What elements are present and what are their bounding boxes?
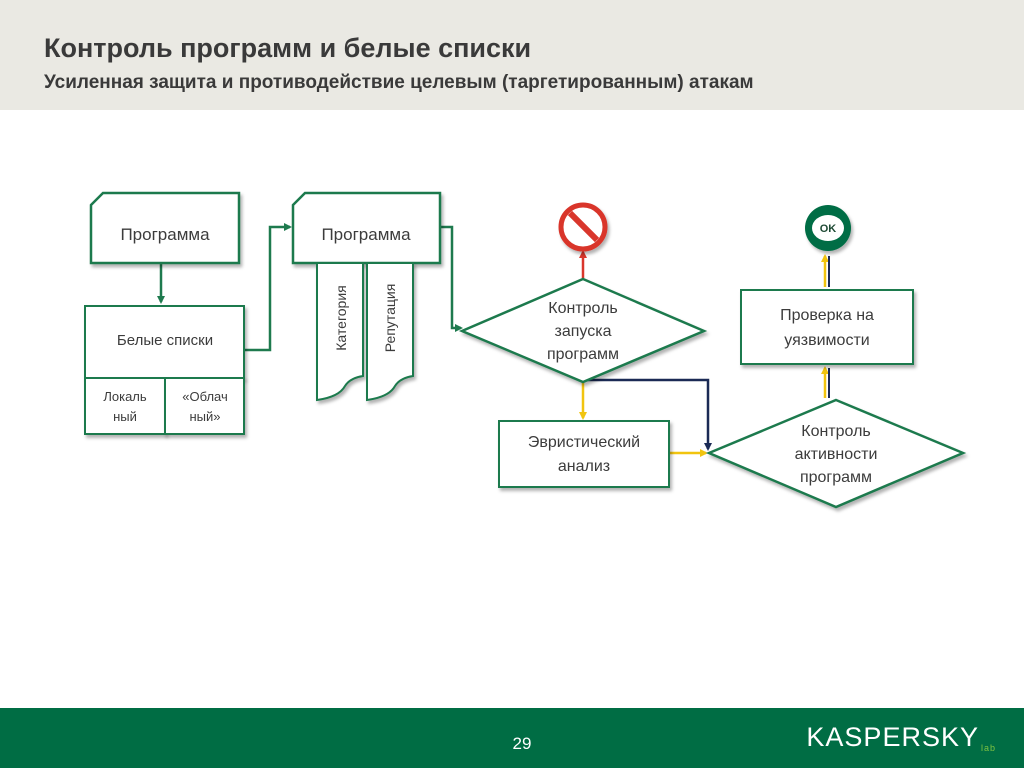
category-tab: Категория [316,262,364,402]
activity-control-diamond: Контроль активности программ [705,398,967,509]
launch-control-line3: программ [547,346,619,363]
slide-subtitle: Усиленная защита и противодействие целев… [44,72,754,93]
activity-control-line1: Контроль [801,423,871,440]
arrow-launch-control-to-activity [585,378,712,451]
cloud-label-line2: ный» [189,409,220,424]
program-box-2: Программа [291,191,442,265]
reputation-tab: Репутация [366,262,414,402]
ok-icon: OK [805,205,851,251]
logo-name: KASPERSKY [806,722,979,752]
program-box-2-label: Программа [321,225,411,244]
heuristic-line1: Эвристический [528,434,640,451]
cloud-label-line1: «Облач [182,389,228,404]
heuristic-line2: анализ [558,458,610,475]
launch-control-line1: Контроль [548,300,618,317]
whitelists-label: Белые списки [117,332,213,349]
header-band [0,0,1024,110]
flow-diagram: Программа Белые списки Локаль ный «Облач… [84,191,967,509]
local-box: Локаль ный [84,377,166,435]
local-label-line2: ный [113,409,137,424]
activity-control-line2: активности [795,446,878,463]
local-label-line1: Локаль [103,389,147,404]
connectors [157,223,830,457]
launch-control-diamond: Контроль запуска программ [458,277,708,384]
logo-lab: lab [980,743,996,753]
heuristic-box: Эвристический анализ [498,420,670,488]
ok-label: OK [820,223,837,235]
program-box-1: Программа [89,191,241,265]
cloud-box: «Облач ный» [164,377,245,435]
footer-band [0,708,1024,768]
whitelists-box: Белые списки [84,305,245,379]
slide-title: Контроль программ и белые списки [44,33,532,63]
reputation-label: Репутация [382,284,398,353]
program-box-1-label: Программа [120,225,210,244]
category-label: Категория [333,285,349,350]
launch-control-line2: запуска [555,323,612,340]
arrow-whitelists-to-program2 [244,223,292,352]
page-number: 29 [512,734,532,753]
arrow-program2-to-launch-control [440,225,463,332]
activity-control-line3: программ [800,469,872,486]
vuln-check-box: Проверка на уязвимости [740,289,914,365]
vuln-check-line1: Проверка на [780,307,874,324]
vuln-check-line2: уязвимости [784,332,869,349]
block-icon [558,202,608,252]
